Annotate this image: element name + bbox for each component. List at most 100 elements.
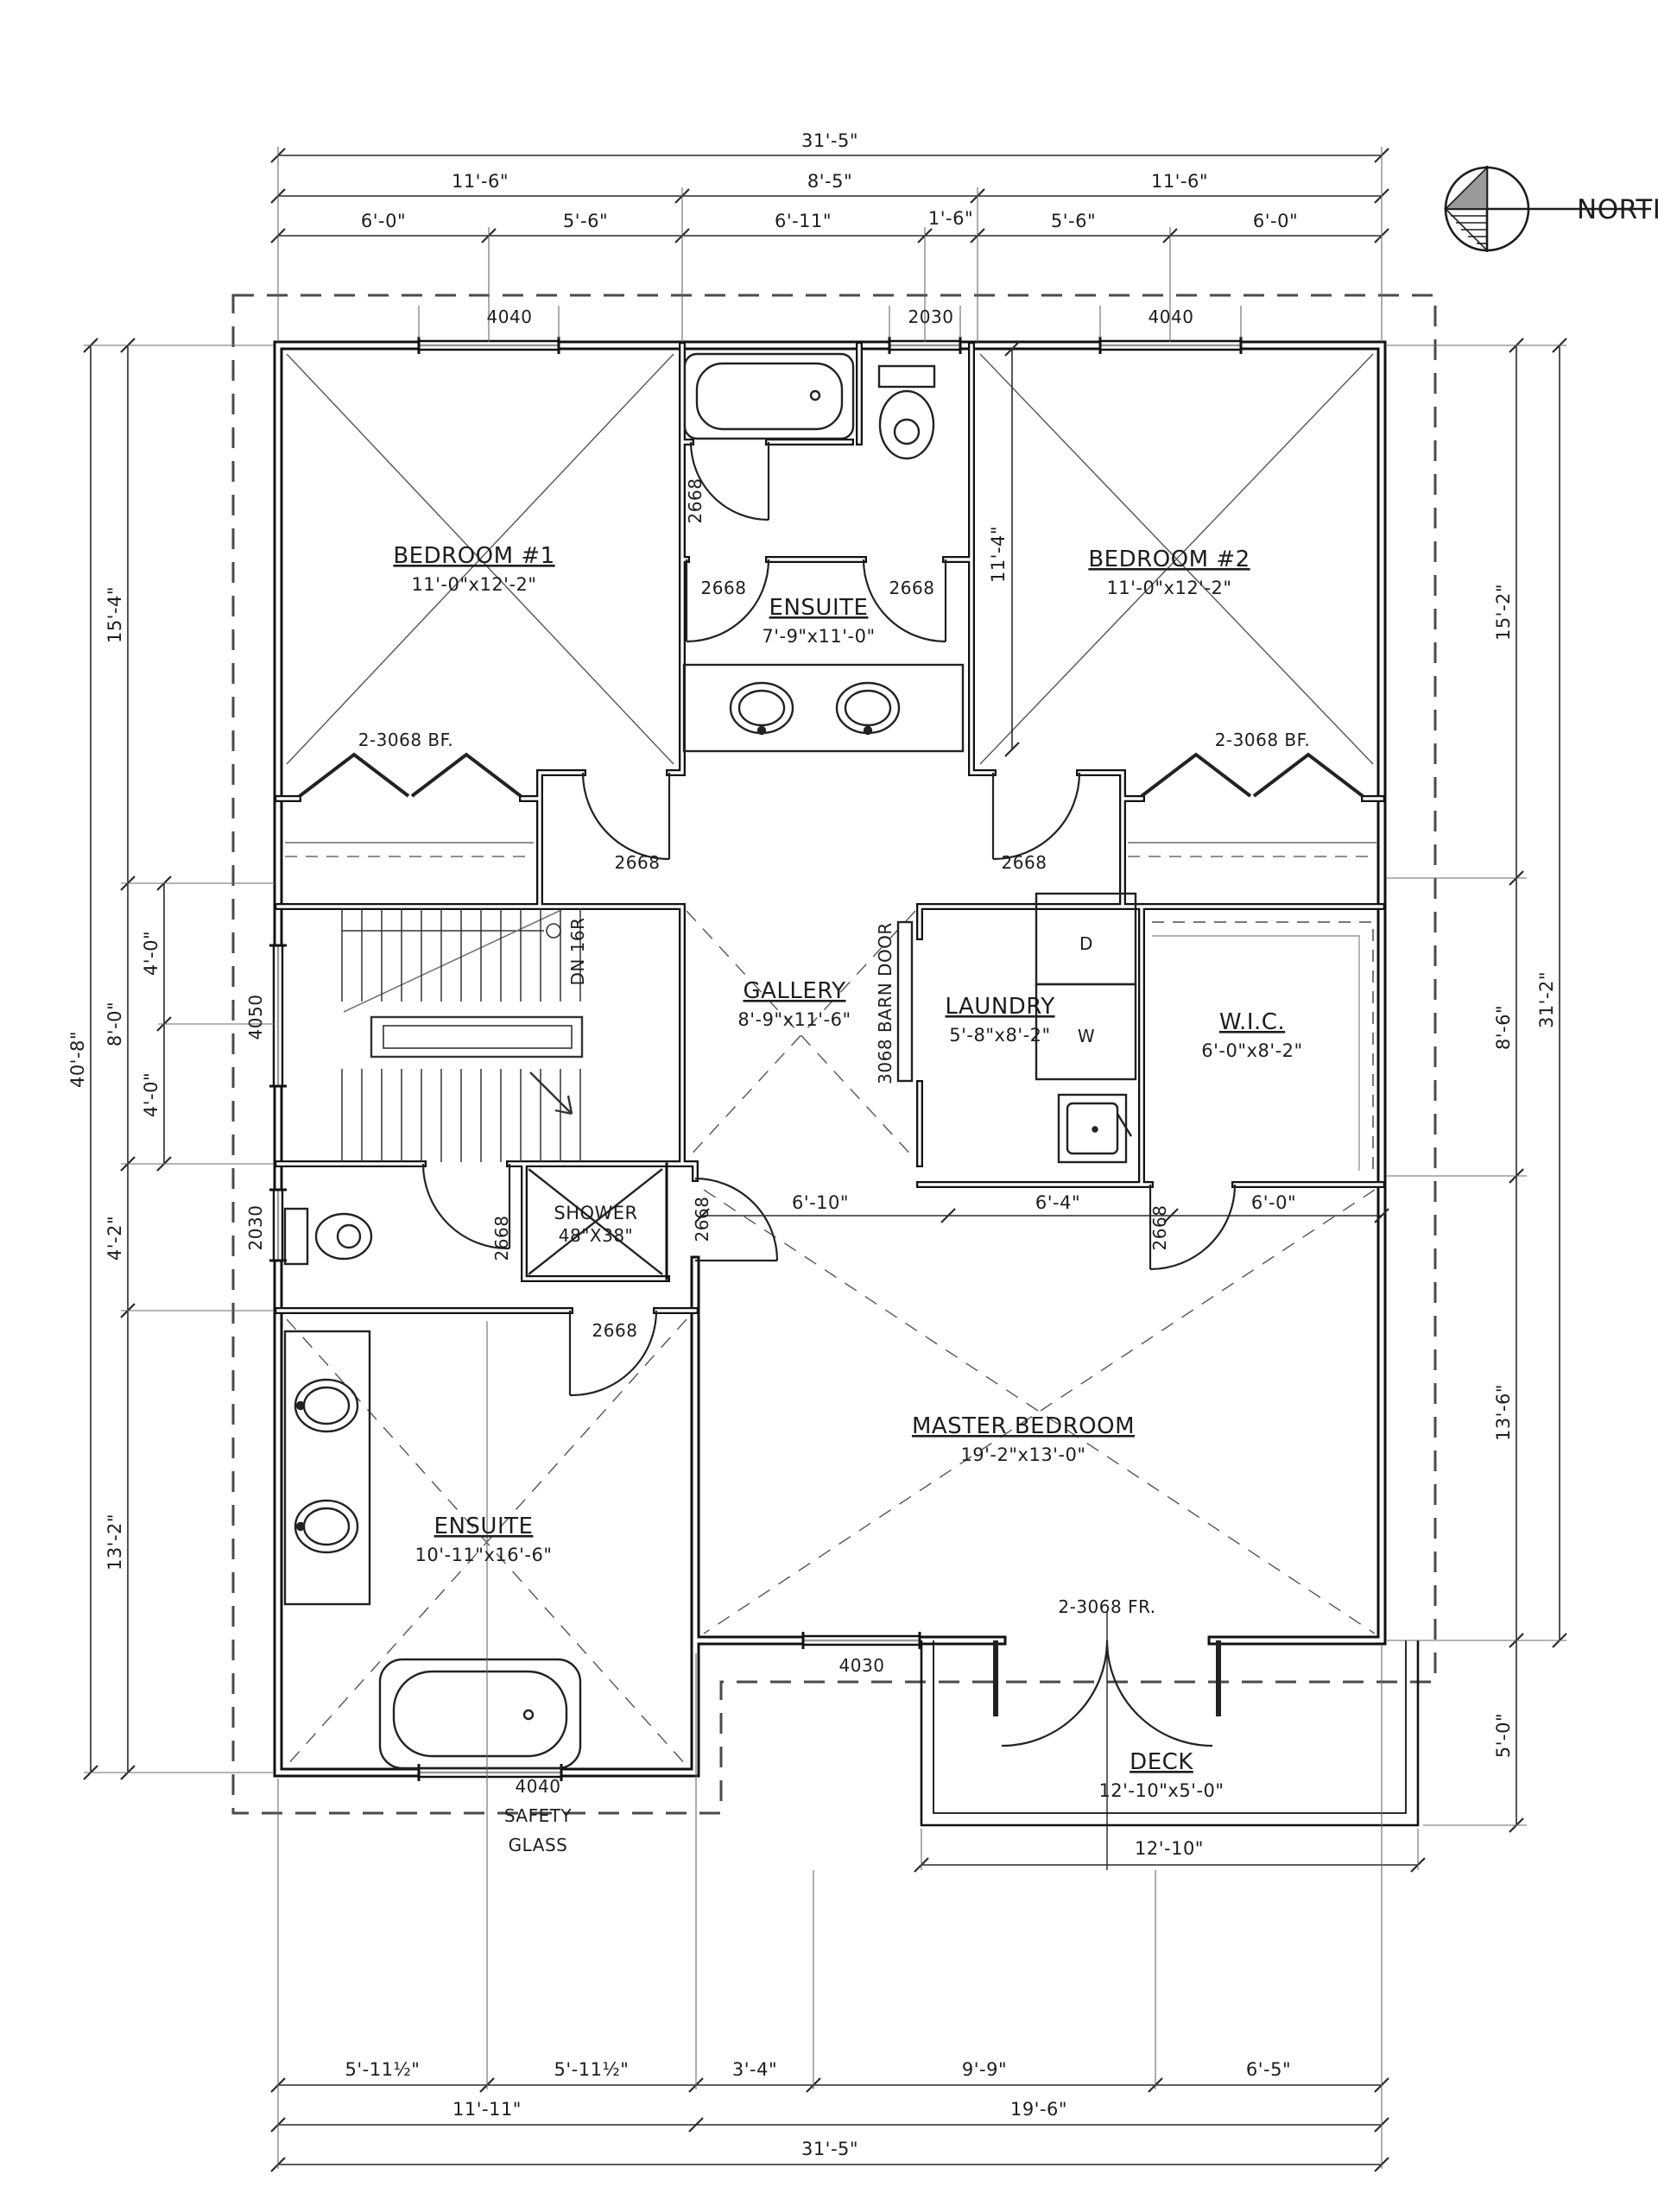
bedroom-2-name: BEDROOM #2 (1088, 547, 1250, 572)
door-water-closet (689, 441, 770, 521)
dim-top-f: 6'-11" (775, 211, 832, 231)
bifold-closet-1 (298, 752, 522, 798)
door-ensuite-main-2668: 2668 (592, 1320, 638, 1341)
bedroom-1-size: 11'-0"x12'-2" (411, 574, 536, 595)
shelf-rod-lines (285, 842, 1376, 1171)
dim-bot-g: 19'-6" (1010, 2099, 1067, 2120)
dim-deck: 12'-10" (1135, 1838, 1204, 1859)
win-2030-top: 2030 (908, 307, 954, 327)
dim-hall-b: 6'-4" (1035, 1192, 1080, 1213)
interior-walls (275, 342, 1385, 1314)
window-4050-stair (269, 944, 287, 1088)
gallery-name: GALLERY (743, 978, 845, 1004)
door-bath-2668: 2668 (491, 1216, 512, 1261)
win-4040-bed2: 4040 (1149, 307, 1194, 327)
win-4040-bed1: 4040 (487, 307, 533, 327)
win-4050-stair: 4050 (245, 995, 266, 1040)
bedroom-2-size: 11'-0"x12'-2" (1106, 578, 1231, 598)
laundry-name: LAUNDRY (945, 994, 1054, 1020)
ensuite-top-name: ENSUITE (769, 595, 869, 621)
text-labels: NORTHBEDROOM #111'-0"x12'-2"ENSUITE7'-9"… (67, 130, 1658, 2159)
barn-door (896, 920, 914, 1083)
washer-dryer (1035, 892, 1137, 1081)
barn-door-tag: 3068 BARN DOOR (875, 922, 895, 1084)
window-2030-top (888, 337, 962, 354)
ensuite-top-size: 7'-9"x11'-0" (762, 626, 875, 647)
dim-bot-e: 6'-5" (1246, 2059, 1291, 2080)
dim-ensuite-height: 11'-4" (988, 526, 1009, 583)
windows (269, 337, 1243, 1781)
dim-top-e: 5'-6" (563, 211, 608, 231)
door-ensuite-r-2668: 2668 (889, 578, 935, 598)
win-4030-master: 4030 (839, 1655, 885, 1676)
dim-right-overall: 31'-2" (1536, 971, 1557, 1028)
dim-left-f: 13'-2" (104, 1514, 125, 1571)
door-bedroom-2 (991, 772, 1081, 861)
master-size: 19'-2"x13'-0" (960, 1444, 1085, 1465)
north-symbol-hatch (1444, 208, 1488, 252)
dim-bot-a: 5'-11½" (345, 2059, 421, 2080)
dim-overall-bottom: 31'-5" (801, 2139, 858, 2159)
dim-right-b: 8'-6" (1493, 1005, 1514, 1050)
shower-pan (528, 1168, 663, 1275)
dim-left-a: 15'-4" (104, 586, 125, 643)
dim-hall-a: 6'-10" (792, 1192, 849, 1213)
fixtures (283, 352, 1137, 1770)
stairs (342, 909, 584, 1115)
dim-bot-f: 11'-11" (452, 2099, 522, 2120)
dim-left-d: 4'-0" (141, 1072, 161, 1117)
door-bed2-2668: 2668 (1002, 852, 1047, 873)
deck-outline (920, 1640, 1420, 1827)
dim-top-c: 11'-6" (1151, 171, 1208, 192)
ensuite-main-name: ENSUITE (434, 1514, 534, 1539)
window-4040-bed1 (417, 337, 560, 354)
washer-label: W (1078, 1026, 1095, 1046)
bathtub-top (683, 352, 855, 440)
french-doors (993, 1611, 1221, 1870)
dim-top-a: 11'-6" (452, 171, 509, 192)
door-hall (694, 1177, 779, 1262)
door-bed1-2668: 2668 (615, 852, 661, 873)
win-safety-1: 4040 (516, 1776, 561, 1797)
door-ensuite-main (568, 1310, 658, 1397)
dim-left-e: 4'-2" (104, 1216, 125, 1261)
stair-down-arrow (529, 1071, 573, 1115)
dryer-label: D (1079, 933, 1093, 954)
vanity-main (283, 1330, 371, 1606)
gallery-size: 8'-9"x11'-6" (737, 1009, 851, 1030)
wic-name: W.I.C. (1219, 1009, 1285, 1035)
dim-top-i: 6'-0" (1253, 211, 1298, 231)
wic-size: 6'-0"x8'-2" (1201, 1040, 1302, 1061)
doors (298, 441, 1364, 1870)
toilet-bath (283, 1207, 373, 1266)
shower-name: SHOWER (554, 1203, 637, 1223)
bifold-closet-2 (1140, 752, 1364, 798)
door-bedroom-1 (581, 772, 671, 861)
dim-top-h: 5'-6" (1051, 211, 1096, 231)
dim-bot-d: 9'-9" (962, 2059, 1007, 2080)
dim-left-overall: 40'-8" (67, 1031, 88, 1088)
door-hall-2668: 2668 (692, 1197, 712, 1242)
window-2030-bath (269, 1188, 287, 1262)
dim-left-c: 8'-0" (104, 1002, 125, 1046)
door-wic (1149, 1184, 1237, 1271)
north-label: NORTH (1577, 194, 1658, 225)
roof-overhang-outline (231, 294, 1437, 1815)
dim-top-d: 6'-0" (361, 211, 406, 231)
deck-name: DECK (1130, 1749, 1193, 1775)
dim-overall-top: 31'-5" (801, 130, 858, 151)
laundry-size: 5'-8"x8'-2" (949, 1025, 1050, 1046)
dim-bot-c: 3'-4" (732, 2059, 777, 2080)
dim-left-b: 4'-0" (141, 931, 161, 976)
win-2030-bath: 2030 (245, 1205, 266, 1251)
dim-bot-b: 5'-11½" (554, 2059, 630, 2080)
door-wc-2668: 2668 (685, 478, 706, 524)
closet1-tag: 2-3068 BF. (358, 730, 454, 750)
door-wic-2668: 2668 (1149, 1205, 1170, 1251)
dim-top-b: 8'-5" (807, 171, 852, 192)
toilet-top (877, 364, 936, 460)
dim-right-c: 13'-6" (1493, 1384, 1514, 1441)
win-safety-2: SAFETY (504, 1805, 573, 1826)
